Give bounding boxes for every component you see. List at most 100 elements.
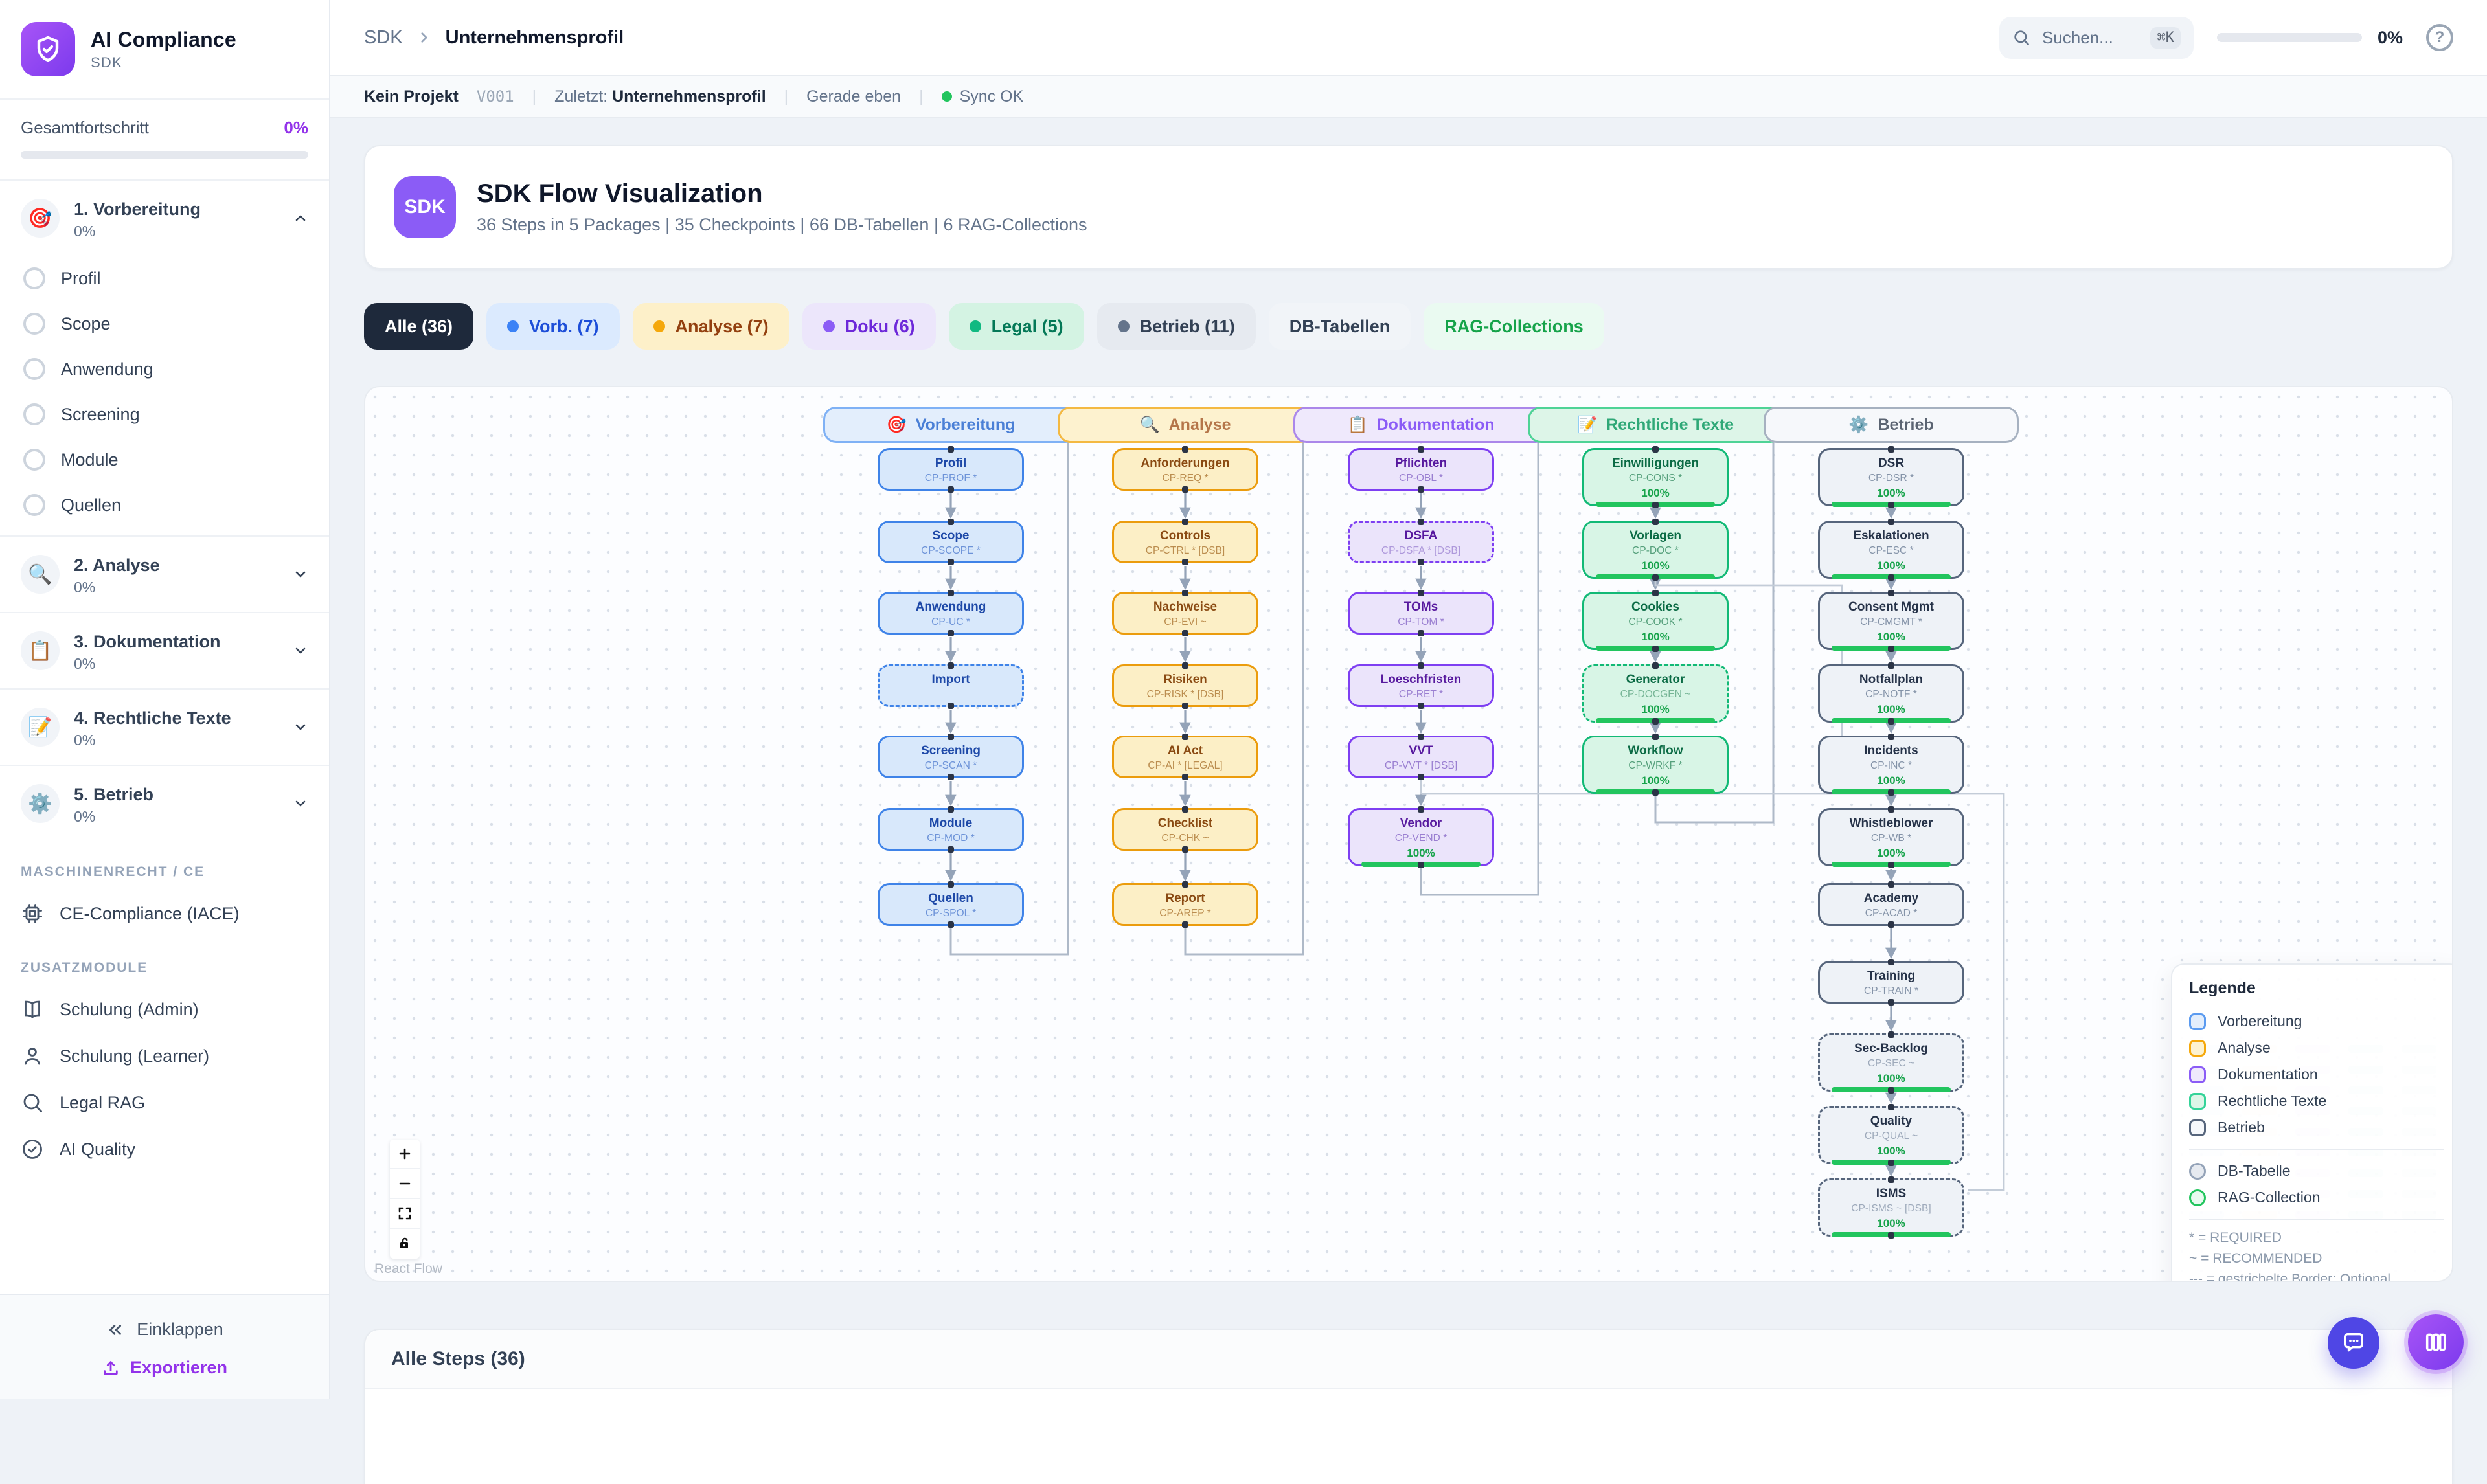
package-header-dokumentation[interactable]: 📋Dokumentation	[1293, 407, 1549, 443]
sidebar-phase-4[interactable]: 📝 4. Rechtliche Texte 0%	[0, 688, 329, 765]
collapse-sidebar-button[interactable]: Einklappen	[21, 1312, 308, 1347]
sidebar-item-label: Schulung (Learner)	[60, 1046, 209, 1066]
step-label: Screening	[61, 405, 140, 425]
filter-chip-betrieb[interactable]: Betrieb (11)	[1097, 303, 1256, 350]
sidebar-item-schulung-admin-[interactable]: Schulung (Admin)	[0, 986, 329, 1033]
phase-progress: 0%	[74, 732, 278, 749]
sidebar-phase-2[interactable]: 🔍 2. Analyse 0%	[0, 535, 329, 612]
filter-chip-db[interactable]: DB-Tabellen	[1269, 303, 1411, 350]
sidebar-phase-3[interactable]: 📋 3. Dokumentation 0%	[0, 612, 329, 688]
filter-chip-all[interactable]: Alle (36)	[364, 303, 473, 350]
search-input[interactable]: Suchen... ⌘K	[1999, 17, 2194, 59]
sidebar-step-screening[interactable]: Screening	[0, 392, 329, 437]
help-icon[interactable]: ?	[2426, 24, 2453, 51]
step-radio[interactable]	[23, 313, 45, 335]
filter-chip-analyse[interactable]: Analyse (7)	[633, 303, 789, 350]
legend-swatch	[2189, 1066, 2206, 1083]
app-logo shield-check-icon	[21, 22, 75, 76]
node-label: Controls	[1114, 528, 1256, 545]
project-status: Kein Projekt	[364, 87, 459, 106]
sidebar-step-scope[interactable]: Scope	[0, 301, 329, 346]
sidebar-item-ai-quality[interactable]: AI Quality	[0, 1126, 329, 1173]
legend-item-dbt: DB-Tabelle	[2189, 1158, 2444, 1184]
flow-node-import[interactable]: Import	[878, 664, 1024, 707]
filter-chip-rag[interactable]: RAG-Collections	[1424, 303, 1604, 350]
step-radio[interactable]	[23, 403, 45, 425]
sidebar-step-anwendung[interactable]: Anwendung	[0, 346, 329, 392]
sidebar-item-schulung-learner-[interactable]: Schulung (Learner)	[0, 1033, 329, 1079]
step-radio[interactable]	[23, 358, 45, 380]
sidebar-phase-5[interactable]: ⚙️ 5. Betrieb 0%	[0, 765, 329, 841]
package-header-betrieb[interactable]: ⚙️Betrieb	[1764, 407, 2019, 443]
fit-view-button[interactable]	[390, 1199, 420, 1229]
sdk-badge: SDK	[394, 176, 456, 238]
node-progress-value: 100%	[1584, 703, 1727, 717]
sidebar-item-legal-rag[interactable]: Legal RAG	[0, 1079, 329, 1126]
filter-chip-doku[interactable]: Doku (6)	[802, 303, 936, 350]
sidebar-item-ce-compliance-iace-[interactable]: CE-Compliance (IACE)	[0, 890, 329, 937]
export-button[interactable]: Exportieren	[21, 1347, 308, 1378]
step-radio[interactable]	[23, 449, 45, 471]
zoom-out-button[interactable]	[390, 1169, 420, 1199]
board-view-button[interactable]	[2408, 1314, 2464, 1370]
sidebar-step-profil[interactable]: Profil	[0, 256, 329, 301]
react-flow-attribution[interactable]: React Flow	[374, 1261, 442, 1277]
node-code: CP-REQ *	[1114, 472, 1256, 485]
sidebar-step-module[interactable]: Module	[0, 437, 329, 482]
step-radio[interactable]	[23, 267, 45, 289]
package-header-vorbereitung[interactable]: 🎯Vorbereitung	[823, 407, 1078, 443]
lock-button[interactable]	[390, 1229, 420, 1259]
zoom-in-button[interactable]	[390, 1140, 420, 1169]
breadcrumb-root[interactable]: SDK	[364, 27, 403, 49]
sidebar-phase-1[interactable]: 🎯 1. Vorbereitung 0%	[0, 181, 329, 256]
filter-chip-legal[interactable]: Legal (5)	[949, 303, 1084, 350]
package-header-rechtliche-texte[interactable]: 📝Rechtliche Texte	[1528, 407, 1783, 443]
package-header-analyse[interactable]: 🔍Analyse	[1058, 407, 1313, 443]
node-label: Report	[1114, 890, 1256, 907]
sidebar-step-quellen[interactable]: Quellen	[0, 482, 329, 528]
node-code: CP-ESC *	[1820, 545, 1962, 557]
app-title: AI Compliance	[91, 28, 236, 52]
chat-button[interactable]	[2328, 1317, 2379, 1369]
overall-progress-track	[21, 151, 308, 159]
step-radio[interactable]	[23, 494, 45, 516]
node-label: Quality	[1820, 1113, 1962, 1130]
filter-chip-vorb[interactable]: Vorb. (7)	[486, 303, 620, 350]
